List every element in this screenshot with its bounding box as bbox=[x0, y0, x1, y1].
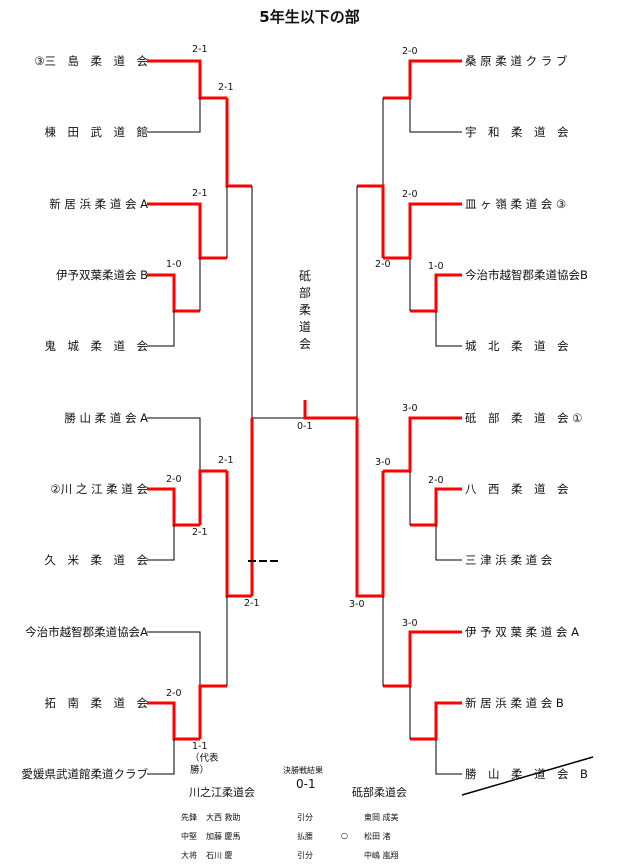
bracket-line bbox=[435, 739, 462, 775]
winner-path bbox=[147, 701, 200, 741]
final-result-label: 決勝戦結果 bbox=[283, 766, 323, 775]
bracket-line bbox=[409, 98, 462, 133]
bracket-line bbox=[435, 525, 462, 561]
score-label: 2-1 bbox=[244, 598, 260, 609]
winner-path bbox=[383, 202, 462, 260]
score-label: 3-0 bbox=[375, 457, 391, 468]
team-name: 城 北 柔 道 会 bbox=[465, 339, 569, 353]
bracket-line bbox=[147, 525, 175, 561]
score-label: 2-1 bbox=[192, 527, 208, 538]
team-name: 棟 田 武 道 館 bbox=[44, 125, 149, 139]
team-name: 勝 山 柔 道 会 B bbox=[465, 767, 588, 781]
score-label: 2-1 bbox=[192, 188, 208, 199]
score-label: 2-0 bbox=[402, 46, 418, 57]
team-name: 拓 南 柔 道 会 bbox=[44, 696, 149, 710]
bout-result: 引分 bbox=[297, 813, 313, 822]
winner-path bbox=[147, 273, 200, 313]
score-label: 2-0 bbox=[428, 475, 444, 486]
score-label: 2-0 bbox=[375, 259, 391, 270]
winner-path bbox=[410, 701, 462, 741]
bout-position: 中堅 bbox=[181, 832, 197, 841]
team-name: 勝 山 柔 道 会 A bbox=[64, 411, 148, 425]
final-score-label: 0-1 bbox=[297, 421, 313, 432]
bout-position: 大将 bbox=[181, 851, 197, 860]
page-title: 5年生以下の部 bbox=[259, 8, 360, 26]
team-name: 今治市越智郡柔道協会A bbox=[25, 625, 148, 639]
winner-path bbox=[410, 273, 462, 313]
champion-char: 会 bbox=[298, 337, 311, 351]
team-name: 伊 予 双 葉 柔 道 会 A bbox=[465, 625, 579, 639]
bout-result: 引分 bbox=[297, 851, 313, 860]
team-name: 砥 部 柔 道 会 ① bbox=[465, 411, 583, 425]
team-name: ②川 之 江 柔 道 会 bbox=[50, 482, 148, 496]
winner-path bbox=[198, 469, 227, 525]
winner-path bbox=[225, 471, 252, 598]
winner-path bbox=[198, 684, 227, 739]
score-label: 2-0 bbox=[402, 189, 418, 200]
score-label: 2-0 bbox=[166, 688, 182, 699]
team-name: 桑 原 柔 道 ク ラ ブ bbox=[465, 54, 568, 68]
winner-path bbox=[383, 416, 462, 473]
team-name: ③三 島 柔 道 会 bbox=[34, 54, 148, 68]
team-name: 今治市越智郡柔道協会B bbox=[465, 268, 588, 282]
score-label: 3-0 bbox=[402, 618, 418, 629]
strike-line bbox=[461, 756, 594, 796]
score-label: 2-1 bbox=[218, 455, 234, 466]
bout-result: 払腰 bbox=[297, 832, 313, 841]
team-name: 伊予双葉柔道会 B bbox=[55, 268, 148, 282]
winner-path bbox=[383, 630, 462, 688]
champion-char: 柔 bbox=[298, 303, 311, 317]
winner-path bbox=[357, 184, 385, 258]
winner-path bbox=[383, 59, 462, 100]
champion-char: 道 bbox=[298, 320, 311, 334]
score-label: 3-0 bbox=[349, 599, 365, 610]
team-name: 新 居 浜 柔 道 会 B bbox=[465, 696, 564, 710]
winner-path bbox=[147, 487, 200, 527]
bracket-line bbox=[435, 311, 462, 347]
team-name: 八 西 柔 道 会 bbox=[465, 482, 569, 496]
winner-path bbox=[410, 487, 462, 527]
score-label: 1-0 bbox=[428, 261, 444, 272]
team-name: 三 津 浜 柔 道 会 bbox=[465, 553, 553, 567]
score-label: 2-1 bbox=[192, 44, 208, 55]
bracket-line bbox=[147, 739, 175, 775]
team-name: 鬼 城 柔 道 会 bbox=[44, 339, 149, 353]
final-right-team: 砥部柔道会 bbox=[352, 786, 407, 799]
bracket-line bbox=[147, 98, 201, 133]
score-label: （代表 bbox=[190, 753, 219, 764]
score-label: 1-1 bbox=[192, 741, 208, 752]
score-label: 3-0 bbox=[402, 403, 418, 414]
score-label: 1-0 bbox=[166, 259, 182, 270]
bout-right-player: 東岡 成美 bbox=[364, 813, 399, 822]
winner-path bbox=[147, 59, 227, 100]
bracket-line bbox=[147, 311, 175, 347]
score-label: 2-0 bbox=[166, 474, 182, 485]
score-label: 勝） bbox=[190, 765, 210, 776]
bout-left-player: 石川 慶 bbox=[206, 851, 233, 860]
bracket-line bbox=[147, 417, 201, 471]
final-result-score: 0-1 bbox=[296, 777, 316, 791]
team-name: 皿 ヶ 嶺 柔 道 会 ③ bbox=[465, 197, 567, 211]
team-name: 愛媛県武道館柔道クラブ bbox=[21, 767, 149, 781]
champion-char: 部 bbox=[298, 286, 311, 300]
winner-path bbox=[147, 202, 227, 260]
bout-right-player: 松田 渚 bbox=[364, 832, 391, 841]
bout-position: 先鋒 bbox=[181, 813, 197, 822]
champion-char: 砥 bbox=[298, 269, 311, 283]
bout-right-player: 中嶋 嵐翔 bbox=[364, 851, 399, 860]
winner-path bbox=[355, 418, 385, 598]
bout-left-player: 加藤 慶馬 bbox=[206, 832, 241, 841]
score-label: 2-1 bbox=[218, 82, 234, 93]
final-left-team: 川之江柔道会 bbox=[189, 786, 255, 799]
team-name: 久 米 柔 道 会 bbox=[44, 553, 149, 567]
team-name: 宇 和 柔 道 会 bbox=[465, 125, 569, 139]
winner-path bbox=[303, 400, 357, 420]
bout-mark: ○ bbox=[341, 831, 348, 840]
champion-label: 砥部柔道会 bbox=[298, 268, 312, 353]
bracket-line bbox=[147, 631, 201, 686]
bout-left-player: 大西 救助 bbox=[206, 813, 241, 822]
winner-path bbox=[225, 98, 252, 188]
team-name: 新 居 浜 柔 道 会 A bbox=[49, 197, 148, 211]
